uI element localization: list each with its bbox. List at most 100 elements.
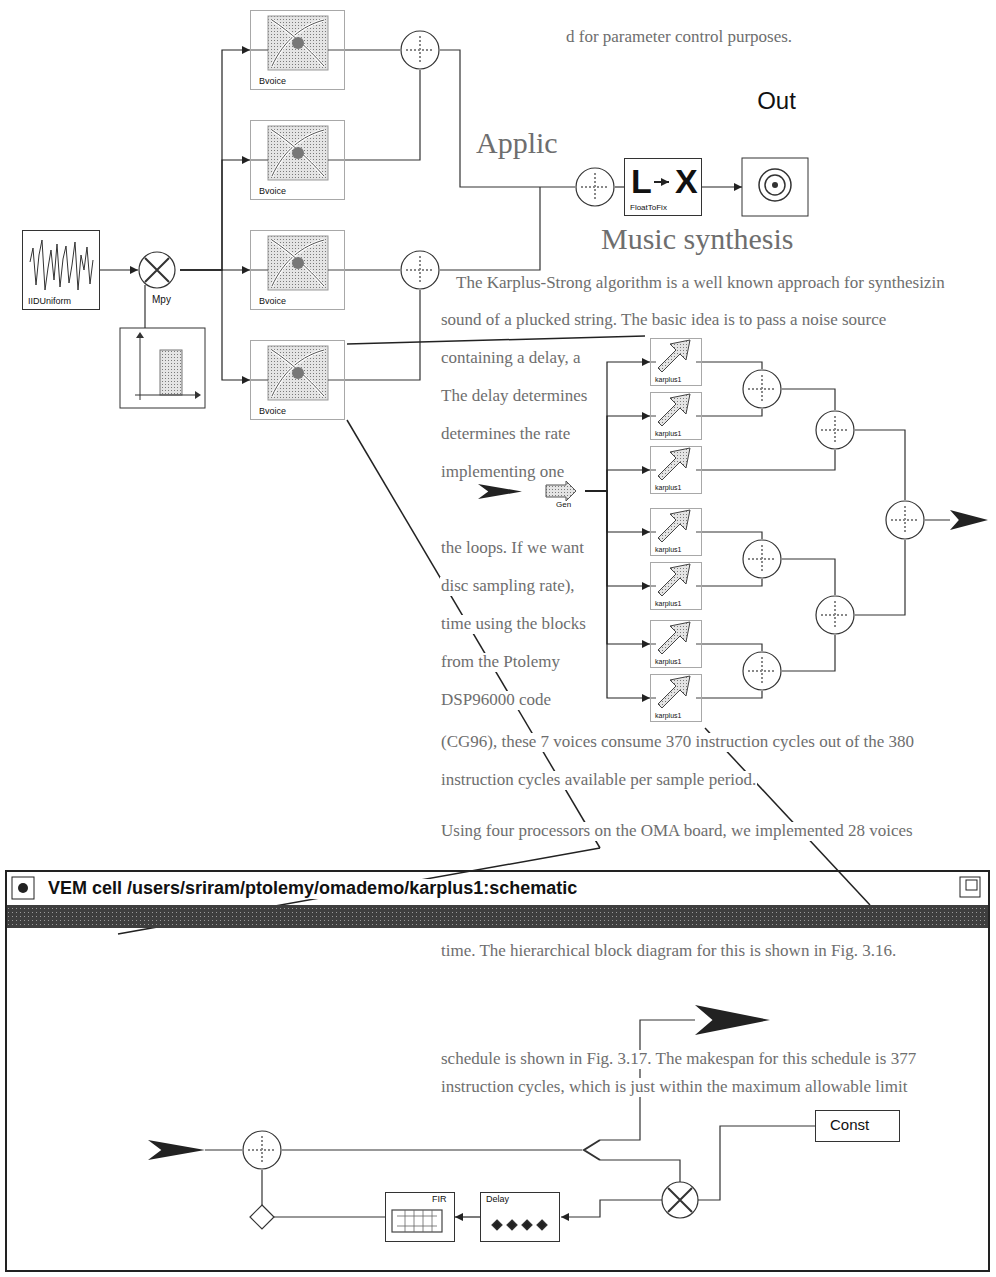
body-text-line: from the Ptolemy (440, 653, 561, 672)
editor-window-chrome (18, 883, 28, 893)
block-label: Gen (556, 501, 571, 510)
body-text-line: containing a delay, a (440, 349, 582, 368)
signal-wires (615, 186, 624, 187)
noise-source-block: IIDUniform (22, 230, 100, 310)
feedback-loop-art (662, 1182, 698, 1218)
section-heading: Applic (475, 126, 559, 159)
feedback-loop-art (522, 1220, 532, 1230)
karplus-block-icons (650, 448, 702, 480)
block-label: IIDUniform (28, 297, 71, 307)
port-arrows (478, 481, 988, 530)
block-label: karplus1 (655, 712, 681, 720)
adder-symbols (576, 168, 614, 206)
multiplier-block: Mpy (138, 250, 180, 312)
block-label: Bvoice (259, 407, 286, 417)
multiplier-symbol (145, 258, 169, 282)
block-label: L (631, 163, 652, 200)
signal-connector (585, 491, 650, 698)
karplus-block: karplus1 (650, 338, 702, 386)
block-label: karplus1 (655, 658, 681, 666)
signal-connector (180, 270, 250, 380)
karplus-block-icons (650, 510, 702, 542)
output-block: Out (742, 88, 811, 216)
editor-window-chrome (960, 877, 980, 897)
feedback-loop-art (261, 1170, 262, 1205)
signal-connector (585, 470, 650, 491)
body-text-line: The delay determines (440, 387, 588, 406)
block-label: karplus1 (655, 484, 681, 492)
adder-symbols (886, 501, 924, 539)
editor-window-chrome (966, 880, 977, 890)
loop-port-arrows (695, 1005, 770, 1035)
signal-wires (345, 269, 400, 270)
voice-block: Bvoice (250, 10, 345, 90)
signal-connector (100, 269, 138, 270)
float-to-fix-arrow (654, 182, 669, 183)
karplus-block-icons (650, 340, 702, 708)
voice-block-icons (250, 126, 345, 180)
voice-block-icons (250, 346, 345, 400)
signal-wires (702, 362, 950, 698)
zoom-lines (118, 336, 870, 934)
signal-wires (345, 49, 400, 50)
editor-window-chrome (7, 905, 988, 928)
port-arrows (546, 481, 576, 501)
feedback-loop-art (274, 1216, 385, 1217)
voice-block-icons (250, 16, 345, 400)
adder-symbols (743, 540, 781, 578)
block-label: Const (830, 1117, 869, 1134)
noise-source-icon (30, 240, 93, 290)
karplus-block: karplus1 (650, 620, 702, 668)
voice-block-icons (250, 236, 345, 290)
voice-block-icons (250, 16, 345, 70)
noise-source-icon (30, 240, 93, 290)
block-label: Bvoice (259, 297, 286, 307)
signal-connector (585, 362, 650, 491)
gain-block (144, 285, 145, 328)
voice-block: Bvoice (250, 340, 345, 420)
gain-block (120, 328, 205, 408)
gain-block (160, 350, 182, 395)
block-label: X (675, 163, 698, 200)
feedback-loop-art (282, 1149, 582, 1150)
float-to-fix-block: LXFloatToFix (624, 158, 702, 216)
block-label: karplus1 (655, 600, 681, 608)
multiplier-symbol (139, 252, 175, 288)
karplus-block-icons (650, 622, 702, 654)
signal-connector (180, 160, 250, 270)
karplus-block: karplus1 (650, 508, 702, 556)
karplus-block-icons (650, 564, 702, 596)
block-label: Bvoice (259, 77, 286, 87)
section-heading: Music synthesis (600, 222, 795, 255)
feedback-loop-art (698, 1126, 815, 1200)
block-label: Delay (486, 1195, 509, 1205)
signal-connector (585, 491, 650, 644)
feedback-loop-art (507, 1220, 517, 1230)
voice-block: Bvoice (250, 230, 345, 310)
adder-symbols (243, 31, 924, 1169)
karplus-block-icons (650, 676, 702, 708)
loop-port-arrows (148, 1140, 205, 1160)
block-label: karplus1 (655, 546, 681, 554)
float-to-fix-arrow (654, 181, 669, 183)
block-label: karplus1 (655, 430, 681, 438)
body-text-line: The Karplus-Strong algorithm is a well k… (455, 274, 946, 293)
feedback-loop-art (537, 1220, 547, 1230)
signal-connector (585, 416, 650, 491)
karplus-block-icons (650, 340, 702, 372)
body-text-line: time. The hierarchical block diagram for… (440, 942, 897, 961)
output-icon (759, 169, 791, 201)
signal-wires (345, 50, 950, 698)
body-text-line: schedule is shown in Fig. 3.17. The make… (440, 1050, 917, 1069)
adder-symbols (743, 370, 781, 408)
gain-block (135, 338, 195, 400)
signal-connector (455, 1216, 480, 1217)
fir-filter-block: FIR (385, 1192, 455, 1242)
body-text-line: instruction cycles available per sample … (440, 771, 757, 790)
karplus-block: karplus1 (650, 446, 702, 494)
body-text-line: determines the rate (440, 425, 571, 444)
output-icon (742, 158, 808, 216)
editor-window-chrome (12, 877, 34, 899)
body-text-line: d for parameter control purposes. (565, 28, 793, 47)
